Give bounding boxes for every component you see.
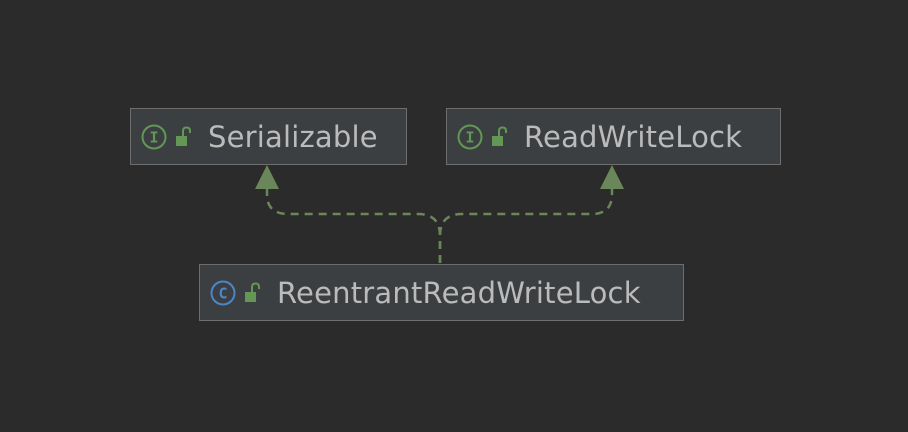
svg-text:I: I — [465, 128, 474, 146]
node-readwritelock[interactable]: I ReadWriteLock — [446, 108, 781, 165]
class-icon: C — [209, 279, 237, 307]
node-label: ReentrantReadWriteLock — [277, 275, 641, 310]
implements-edge-readwritelock — [438, 188, 614, 263]
interface-icon: I — [456, 123, 484, 151]
node-label: ReadWriteLock — [524, 119, 743, 154]
unlocked-icon — [243, 281, 261, 304]
implements-edge-serializable — [265, 188, 442, 263]
node-label: Serializable — [208, 119, 378, 154]
svg-text:C: C — [218, 284, 227, 302]
unlocked-icon — [174, 125, 192, 148]
arrowhead-readwritelock — [600, 165, 624, 189]
arrowhead-serializable — [255, 165, 279, 189]
interface-icon: I — [140, 123, 168, 151]
svg-text:I: I — [149, 128, 158, 146]
node-serializable[interactable]: I Serializable — [130, 108, 407, 165]
node-reentrantreadwritelock[interactable]: C ReentrantReadWriteLock — [199, 264, 684, 321]
unlocked-icon — [490, 125, 508, 148]
